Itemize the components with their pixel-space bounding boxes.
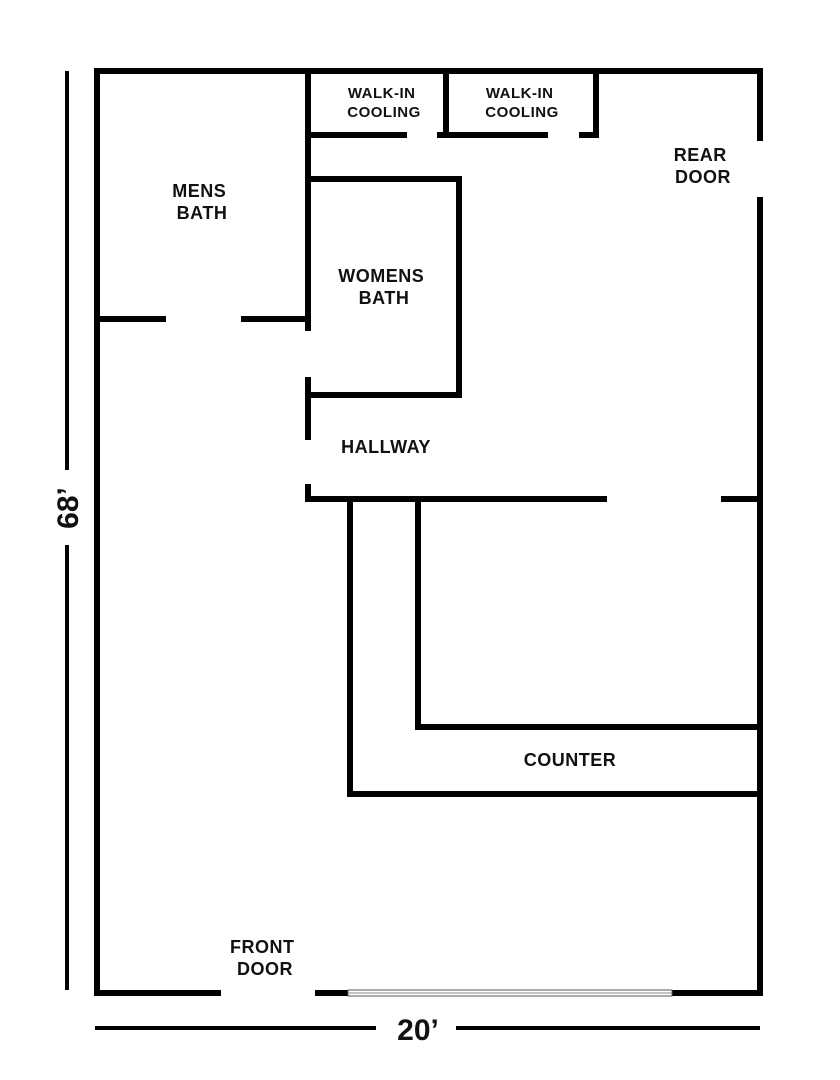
width-dimension: 20’ [95, 1014, 760, 1047]
outer-walls [94, 68, 763, 996]
counter-label: COUNTER [524, 750, 617, 770]
width-dimension-label: 20’ [397, 1014, 439, 1047]
hallway-label: HALLWAY [341, 437, 431, 457]
room-labels: WALK-IN COOLING WALK-IN COOLING MENS BAT… [172, 85, 733, 979]
height-dimension: 68’ [52, 71, 85, 990]
rear-door-label: REAR DOOR [674, 145, 733, 187]
mens-bath-label: MENS BATH [172, 181, 232, 223]
height-dimension-label: 68’ [52, 487, 85, 529]
walk-in-cooling-2-label: WALK-IN COOLING [485, 85, 559, 121]
storefront-window [347, 989, 673, 997]
womens-bath-label: WOMENS BATH [338, 266, 430, 308]
front-door-label: FRONT DOOR [230, 937, 300, 979]
interior-walls [94, 68, 763, 797]
walk-in-cooling-1-label: WALK-IN COOLING [347, 85, 421, 121]
